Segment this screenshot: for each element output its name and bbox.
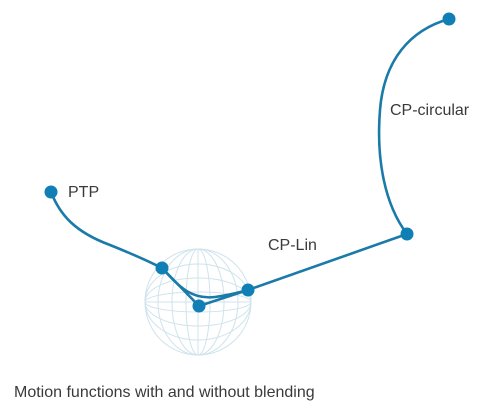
corner-point: [192, 299, 206, 313]
unblended-path: [160, 266, 250, 308]
ptp-label: PTP: [68, 184, 99, 201]
blended-path: [160, 266, 250, 299]
cp-lin-label: CP-Lin: [268, 237, 317, 254]
sphere-exit-point: [241, 283, 255, 297]
cp-lin-path: [246, 232, 409, 292]
ptp-path: [49, 190, 164, 270]
cp-lin-end-point: [400, 227, 414, 241]
sphere-entry-point: [155, 261, 169, 275]
cp-circular-end-point: [442, 12, 456, 26]
ptp-start-point: [44, 185, 58, 199]
blending-sphere-icon: [144, 248, 252, 356]
cp-circular-path: [377, 17, 451, 236]
cp-circular-label: CP-circular: [390, 102, 470, 119]
diagram-caption: Motion functions with and without blendi…: [14, 384, 315, 401]
